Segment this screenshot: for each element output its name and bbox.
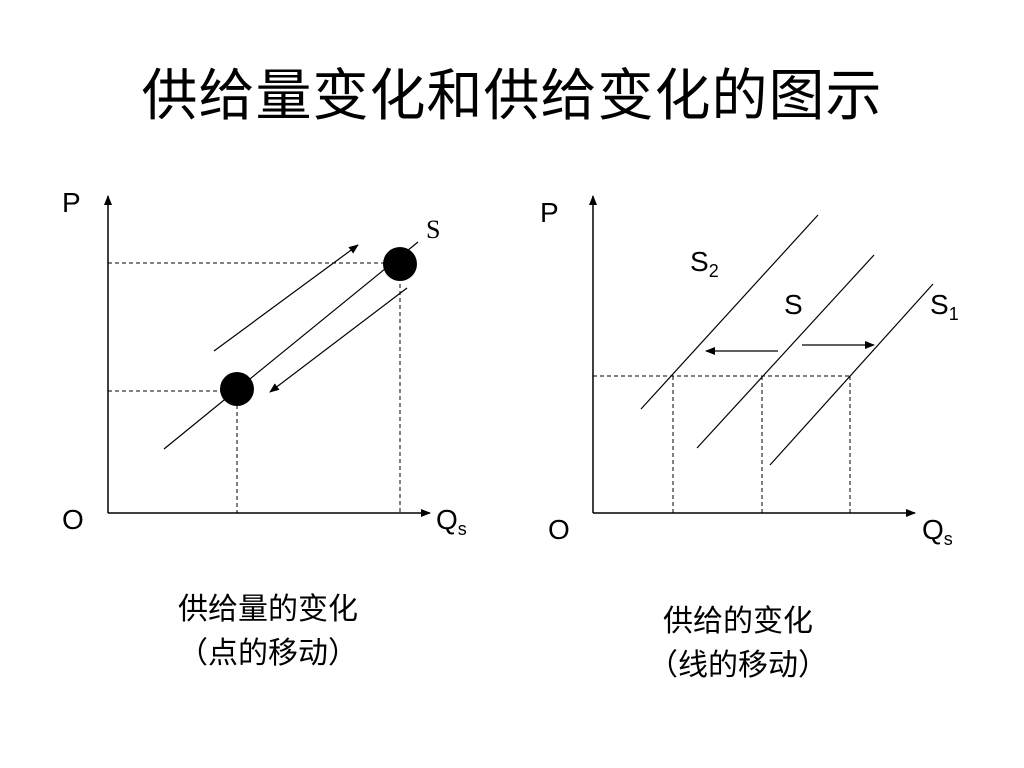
right-curve-s1-label: S1 bbox=[930, 289, 959, 324]
right-supply-curve-s1 bbox=[769, 283, 934, 466]
right-caption-line2: （线的移动） bbox=[648, 648, 828, 683]
right-caption-line1: 供给的变化 bbox=[663, 604, 813, 639]
left-x-axis-label: Qs bbox=[436, 504, 467, 539]
left-arrow-up bbox=[213, 244, 359, 352]
left-point-upper bbox=[383, 247, 417, 281]
right-curve-s2-label: S2 bbox=[690, 246, 719, 281]
left-caption: 供给量的变化 （点的移动） bbox=[118, 588, 418, 676]
right-curve-s-label: S bbox=[784, 289, 803, 320]
left-caption-line1: 供给量的变化 bbox=[178, 592, 358, 627]
left-x-axis-subscript: s bbox=[458, 519, 467, 539]
left-caption-line2: （点的移动） bbox=[178, 636, 358, 671]
left-supply-curve bbox=[163, 241, 419, 450]
right-origin-label: O bbox=[548, 514, 570, 545]
right-y-axis-label: P bbox=[540, 197, 559, 228]
right-caption: 供给的变化 （线的移动） bbox=[588, 600, 888, 688]
left-y-axis-label: P bbox=[62, 187, 81, 218]
left-curve-label: S bbox=[426, 215, 440, 244]
right-curve-s2-subscript: 2 bbox=[709, 261, 719, 281]
left-arrow-down bbox=[269, 287, 408, 393]
left-point-lower bbox=[220, 372, 254, 406]
right-panel: P O Qs S2 S S1 bbox=[540, 195, 959, 549]
right-x-axis-label: Qs bbox=[922, 514, 953, 549]
page-title: 供给量变化和供给变化的图示 bbox=[141, 64, 883, 129]
right-supply-curve-s2 bbox=[640, 214, 819, 410]
right-curve-s1-subscript: 1 bbox=[949, 304, 959, 324]
right-x-axis-subscript: s bbox=[944, 529, 953, 549]
right-supply-curve-s bbox=[696, 254, 875, 449]
left-panel: P O Qs S bbox=[62, 187, 467, 539]
left-origin-label: O bbox=[62, 504, 84, 535]
